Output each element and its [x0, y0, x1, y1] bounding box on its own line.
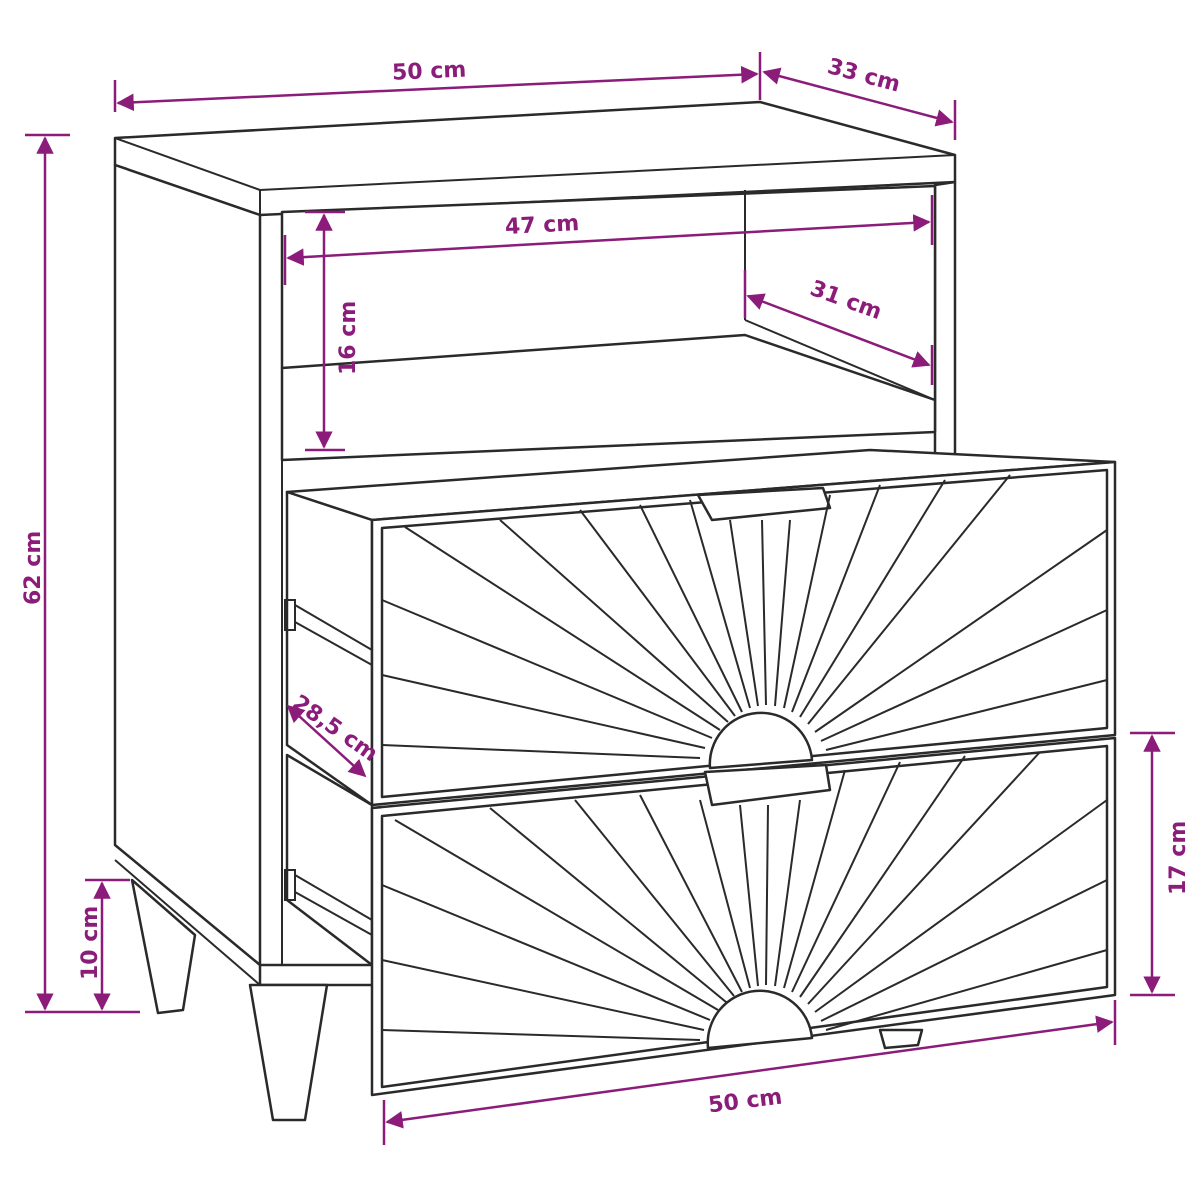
upper-sun-motif — [708, 711, 814, 770]
shelf-width-label: 47 cm — [504, 211, 579, 240]
back-leg — [130, 878, 197, 1015]
dimension-labels: 50 cm 33 cm 62 cm 10 cm 47 cm 31 cm 16 c… — [21, 54, 1191, 1118]
left-side-panel — [113, 163, 262, 967]
shelf-width-arrow — [286, 214, 931, 266]
front-width-label: 50 cm — [707, 1085, 784, 1119]
total-height-label: 62 cm — [21, 531, 46, 605]
lower-drawer-handle — [703, 763, 832, 807]
front-leg — [248, 983, 329, 1122]
upper-drawer — [284, 448, 1117, 807]
lower-drawer — [284, 736, 1117, 1097]
top-width-arrow — [116, 65, 759, 112]
front-width-arrow — [385, 1015, 1114, 1129]
upper-sunburst-rays — [381, 474, 1108, 759]
shelf-height-label: 16 cm — [336, 301, 361, 375]
bottom-rail — [258, 963, 382, 987]
leg-height-label: 10 cm — [78, 906, 103, 980]
right-leg-stub — [878, 1028, 924, 1050]
drawer-height-label: 17 cm — [1166, 821, 1191, 895]
upper-drawer-handle — [696, 486, 832, 522]
dimension-lines — [25, 52, 1175, 1145]
shelf-depth-arrow — [746, 293, 931, 368]
right-frame — [933, 180, 957, 464]
drawer-depth-arrow — [286, 704, 367, 778]
top-width-label: 50 cm — [392, 58, 467, 86]
top-depth-arrow — [762, 67, 954, 127]
